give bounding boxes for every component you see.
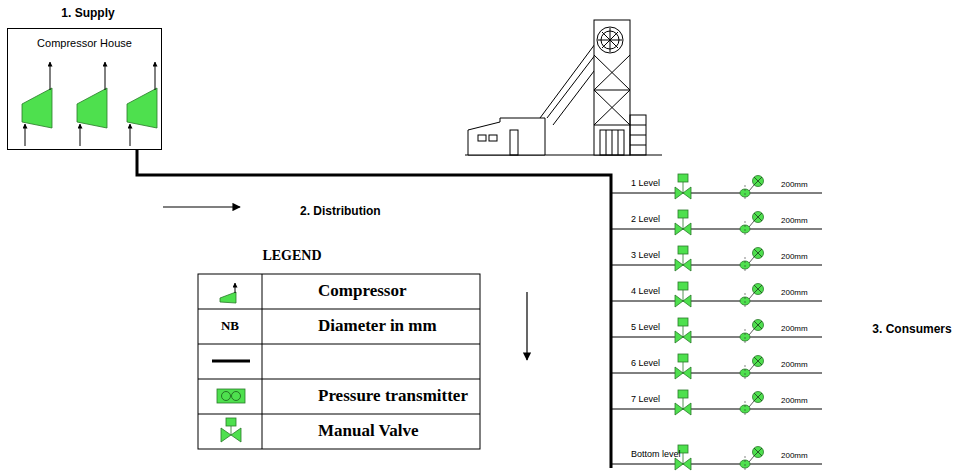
legend-text: Pressure transmitter [318, 387, 468, 406]
pipe-diameter: 200mm [781, 253, 808, 262]
level-pipe [611, 193, 822, 194]
pipe-diameter: 200mm [781, 289, 808, 298]
manual-valve [675, 174, 691, 199]
legend-table [198, 274, 480, 449]
level-name: Bottom level [631, 450, 681, 460]
pressure-transmitter [740, 320, 764, 346]
level-pipe [611, 265, 822, 266]
legend-text: Diameter in mm [318, 317, 437, 336]
section-heading: 3. Consumers [872, 323, 951, 336]
inlet-arrow [25, 124, 26, 146]
pressure-transmitter [740, 212, 764, 238]
pipe-diameter: 200mm [781, 217, 808, 226]
level-name: 4 Level [631, 287, 660, 297]
headframe-illustration [465, 20, 662, 155]
level-pipe [611, 301, 822, 302]
level-pipe [611, 464, 822, 465]
pressure-transmitter [740, 447, 764, 473]
level-pipe [611, 373, 822, 374]
level-pipe [611, 409, 822, 410]
manual-valve [675, 282, 691, 307]
level-pipe [611, 229, 822, 230]
manual-valve [675, 210, 691, 235]
level-symbols [611, 174, 822, 472]
manual-valve [675, 246, 691, 271]
compressor-house-box: Compressor House [7, 28, 162, 150]
main-pipe [137, 150, 611, 468]
level-name: 2 Level [631, 215, 660, 225]
compressor-symbol [22, 88, 52, 128]
box-title: Compressor House [8, 37, 161, 49]
flow-arrow [163, 206, 240, 207]
pipe-diameter: 200mm [781, 452, 808, 461]
pressure-transmitter [740, 356, 764, 382]
pipe-diameter: 200mm [781, 361, 808, 370]
legend-samples [212, 283, 250, 442]
outlet-arrow [155, 62, 156, 90]
legend-text: Compressor [318, 282, 406, 301]
pipework [137, 150, 611, 468]
pipe-diameter: 200mm [781, 397, 808, 406]
pressure-transmitter [740, 176, 764, 202]
manual-valve [675, 318, 691, 343]
compressor-symbols [22, 62, 157, 146]
level-pipe [611, 337, 822, 338]
inlet-arrow [130, 124, 131, 146]
manual-valve [675, 354, 691, 379]
legend-sample-text: NB [221, 319, 239, 333]
legend-heading: LEGEND [262, 248, 321, 263]
manual-valve [675, 390, 691, 415]
legend-text: Manual Valve [318, 422, 419, 441]
pressure-transmitter [740, 392, 764, 418]
section-heading: 2. Distribution [300, 205, 381, 218]
outlet-arrow [50, 62, 51, 90]
level-name: 7 Level [631, 395, 660, 405]
level-name: 1 Level [631, 179, 660, 189]
level-name: 5 Level [631, 323, 660, 333]
outlet-arrow [105, 62, 106, 90]
compressor-symbol [127, 88, 157, 128]
pressure-transmitter [740, 248, 764, 274]
compressor-symbol [77, 88, 107, 128]
pipe-diameter: 200mm [781, 181, 808, 190]
section-heading: 1. Supply [61, 7, 114, 20]
pressure-transmitter [740, 284, 764, 310]
pipe-diameter: 200mm [781, 325, 808, 334]
inlet-arrow [80, 124, 81, 146]
flow-arrow [526, 292, 527, 360]
level-name: 3 Level [631, 251, 660, 261]
level-name: 6 Level [631, 359, 660, 369]
